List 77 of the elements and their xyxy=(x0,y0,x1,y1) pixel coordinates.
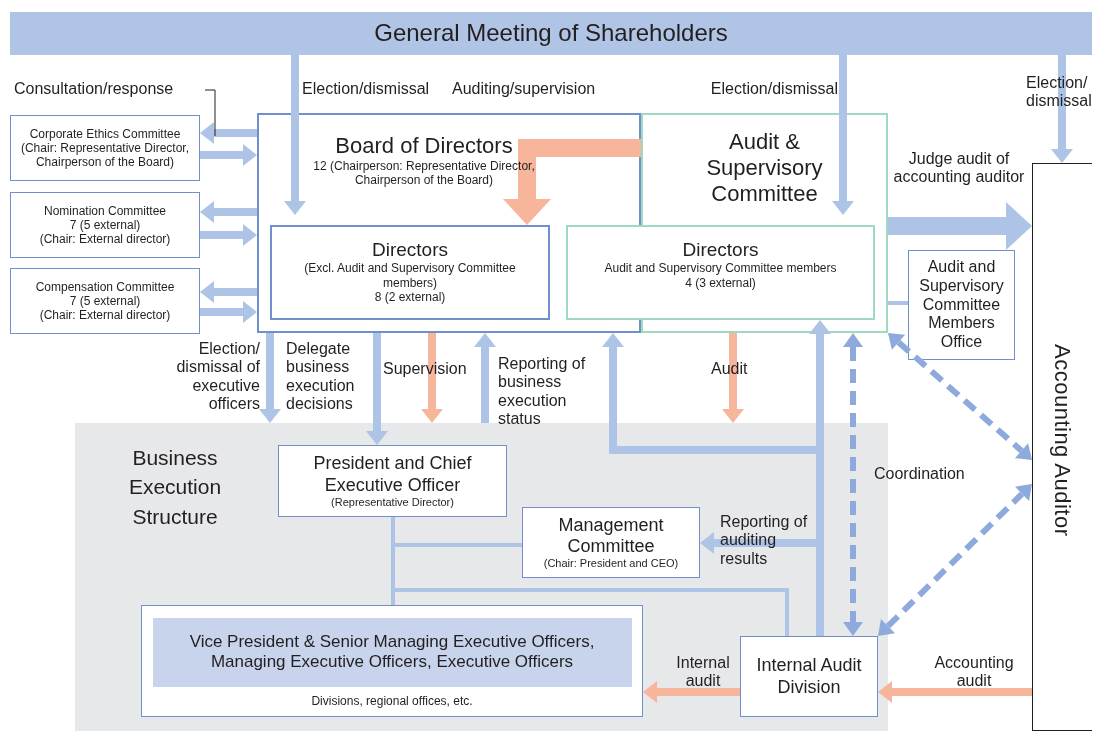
edge-label: Accounting audit xyxy=(933,654,1015,691)
arrow xyxy=(1051,55,1073,163)
edge-label: Reporting of business execution status xyxy=(498,355,587,429)
arrow xyxy=(888,333,1032,460)
node-detail: (Chair: External director) xyxy=(39,232,171,247)
committee-box xyxy=(10,115,200,181)
node-title: Nomination Committee xyxy=(43,203,166,218)
arrow xyxy=(643,681,740,703)
arrow xyxy=(722,333,744,423)
edge-label: Election/ dismissal of executive officers xyxy=(175,340,260,414)
node-title: Corporate Ethics Committee xyxy=(29,126,181,141)
arrow xyxy=(259,333,281,423)
arrow xyxy=(200,224,257,246)
node-title: General Meeting of Shareholders xyxy=(374,19,728,48)
directors-box xyxy=(566,225,875,320)
edge-label: Reporting of auditing results xyxy=(720,513,809,569)
node-title: Accounting Auditor xyxy=(1049,344,1076,537)
arrow xyxy=(200,281,257,303)
node-title: Directors xyxy=(682,239,759,262)
arrow xyxy=(200,201,257,223)
arrow xyxy=(474,333,496,423)
node-title: Audit & Supervisory Committee xyxy=(705,129,824,207)
arrow xyxy=(843,333,863,636)
edge-label: Election/dismissal xyxy=(709,80,838,99)
annotation-text: Consultation/response xyxy=(14,80,174,98)
arrow xyxy=(878,681,1032,703)
node-title: Management Committee xyxy=(557,514,665,558)
edge-label: Auditing/supervision xyxy=(452,80,597,99)
node-title: Directors xyxy=(372,239,448,262)
node-detail: (Excl. Audit and Supervisory Committee members) xyxy=(303,261,517,290)
node-title: Compensation Committee xyxy=(35,279,175,294)
arrow xyxy=(200,122,257,144)
node-title: President and Chief Executive Officer xyxy=(312,453,473,496)
edge-label: Supervision xyxy=(383,360,468,379)
node-detail: (Chair: External director) xyxy=(39,308,171,323)
meeting-banner xyxy=(10,12,1092,55)
officer-box xyxy=(278,445,507,517)
edge-label: Election/dismissal xyxy=(302,80,431,99)
node-title: Divisions, regional offices, etc. xyxy=(311,693,473,708)
node-detail: 7 (5 external) xyxy=(69,293,141,309)
node-title: Internal Audit Division xyxy=(755,655,863,698)
edge-label: Internal audit xyxy=(675,654,731,691)
committee-box xyxy=(522,507,700,578)
division-box xyxy=(740,636,878,717)
arrow xyxy=(200,144,257,166)
node-detail: (Representative Director) xyxy=(331,495,454,509)
arrow xyxy=(284,55,306,215)
node-title: Vice President & Senior Managing Executive Officers, Managing Executive Officers, Executive Officers xyxy=(188,631,596,673)
node-title: Audit and Supervisory Committee Members Office xyxy=(918,257,1005,353)
arrow xyxy=(832,55,854,215)
committee-box xyxy=(10,192,200,258)
edge-label: Judge audit of accounting auditor xyxy=(893,150,1025,187)
arrow xyxy=(421,333,443,423)
node-detail: 7 (5 external) xyxy=(69,217,141,233)
arrow xyxy=(878,484,1032,636)
node-title: Board of Directors xyxy=(335,133,513,159)
edge-label: Coordination xyxy=(874,465,966,484)
node-detail: Audit and Supervisory Committee members xyxy=(604,261,837,276)
node-detail: (Chair: President and CEO) xyxy=(543,557,679,571)
arrow xyxy=(366,333,388,445)
edge-label: Election/ dismissal xyxy=(1026,74,1093,111)
node-detail: (Chair: Representative Director, Chairperson of the Board) xyxy=(19,140,191,170)
node-detail: 12 (Chairperson: Representative Director, Chairperson of the Board) xyxy=(312,158,536,188)
node-detail: 4 (3 external) xyxy=(685,275,756,290)
office-box xyxy=(908,250,1015,360)
committee-box xyxy=(10,268,200,334)
auditor-box xyxy=(1032,163,1092,731)
officers-bar xyxy=(152,617,632,687)
arrow xyxy=(200,301,257,323)
divisions-box xyxy=(141,605,643,717)
arrow xyxy=(503,139,641,225)
arrow xyxy=(888,202,1032,250)
edge-label: Delegate business execution decisions xyxy=(286,340,356,414)
node-detail: 8 (2 external) xyxy=(374,289,446,304)
edge-label: Audit xyxy=(711,360,749,379)
node-title: Business Execution Structure xyxy=(127,445,223,530)
directors-box xyxy=(270,225,550,320)
